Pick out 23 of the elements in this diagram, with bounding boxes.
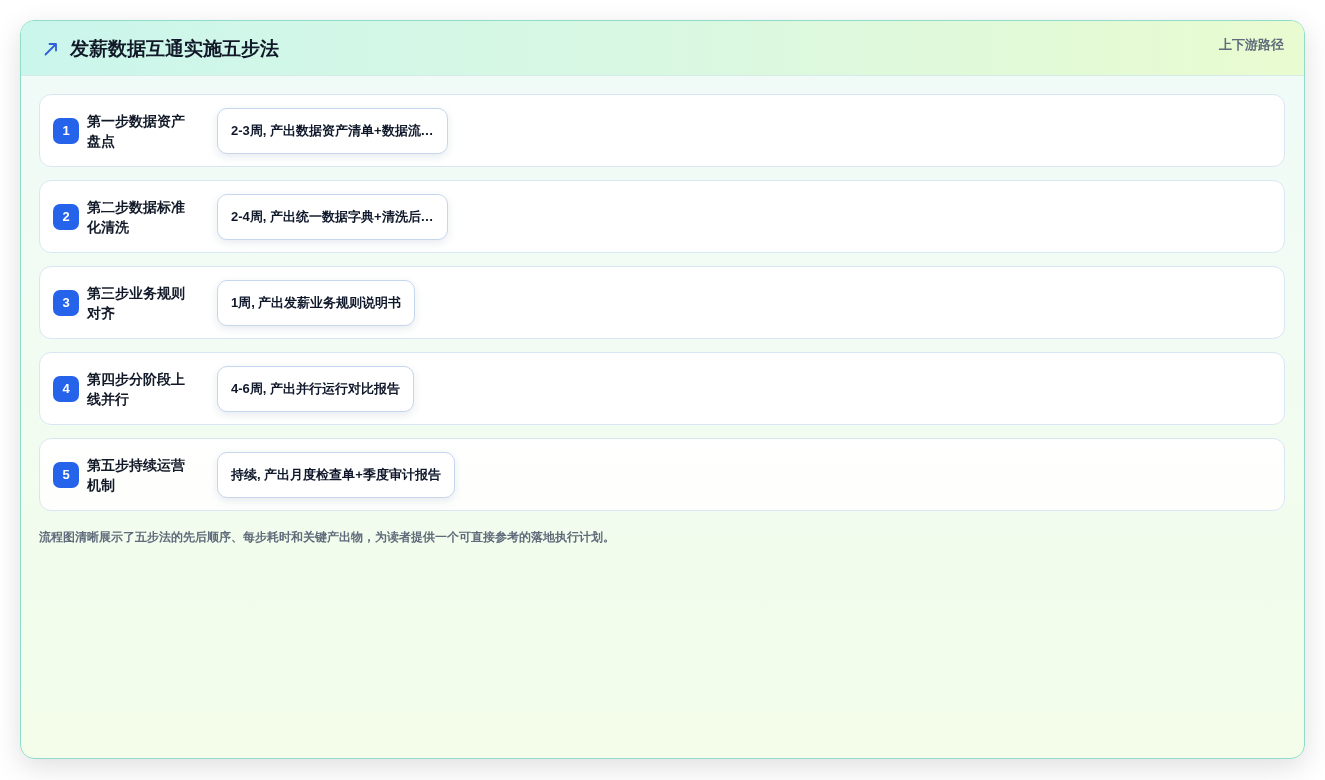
step-row — [39, 94, 1285, 167]
step-row — [39, 352, 1285, 425]
header-note: 上下游路径 — [1219, 36, 1284, 54]
caption-text: 流程图清晰展示了五步法的先后顺序、每步耗时和关键产出物，为读者提供一个可直接参考的落地执行计划。 — [39, 529, 615, 546]
step-title: 第一步数据资产盘点 — [87, 112, 186, 151]
step-title: 第二步数据标准化清洗 — [87, 198, 186, 237]
diagram-title: 发薪数据互通实施五步法 — [70, 37, 279, 61]
step-row — [39, 438, 1285, 511]
duration-output-tag: 1周, 产出发薪业务规则说明书 — [217, 280, 416, 326]
step-number-badge: 2 — [53, 204, 79, 230]
duration-output-tag: 2-3周, 产出数据资产清单+数据流… — [217, 108, 448, 154]
step-number-badge: 5 — [53, 462, 79, 488]
step-title: 第五步持续运营机制 — [87, 456, 186, 495]
step-row — [39, 180, 1285, 253]
step-number-badge: 3 — [53, 290, 79, 316]
duration-output-tag: 2-4周, 产出统一数据字典+清洗后… — [217, 194, 448, 240]
duration-output-tag: 持续, 产出月度检查单+季度审计报告 — [217, 452, 455, 498]
step-title: 第三步业务规则对齐 — [87, 284, 186, 323]
duration-output-tag: 4-6周, 产出并行运行对比报告 — [217, 366, 414, 412]
step-number-badge: 1 — [53, 118, 79, 144]
step-title: 第四步分阶段上线并行 — [87, 370, 186, 409]
step-row — [39, 266, 1285, 339]
step-number-badge: 4 — [53, 376, 79, 402]
